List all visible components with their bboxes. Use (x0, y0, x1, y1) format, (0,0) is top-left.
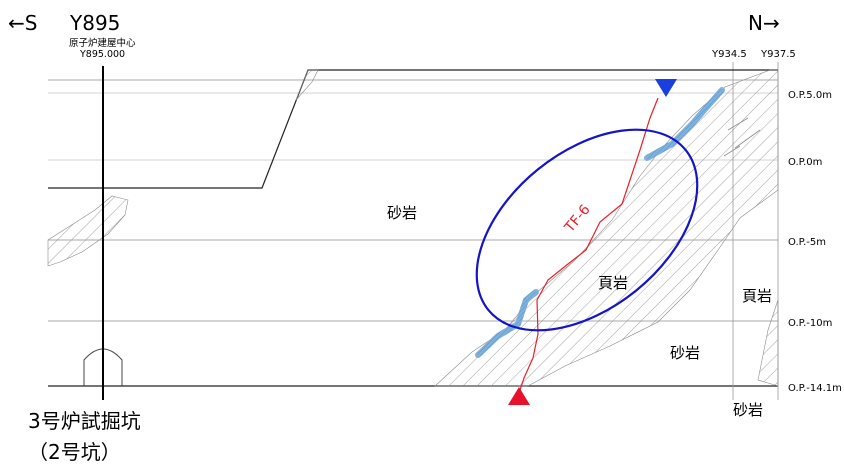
reactor-center-label: 原子炉建屋中心 (69, 37, 136, 49)
sandstone-lenses (723, 117, 761, 157)
coord-y937: Y937.5 (760, 49, 796, 60)
rock-label-sandstone-upper: 砂岩 (387, 204, 417, 222)
left-shale-band (47, 195, 129, 267)
rock-label-shale-right: 頁岩 (742, 287, 772, 305)
elevation-label: O.P.-10m (788, 318, 832, 329)
elevation-label: O.P.-5m (788, 237, 826, 248)
rock-label-sandstone-bottom: 砂岩 (733, 401, 763, 419)
y895-label: Y895 (69, 11, 120, 35)
seam-upper-texture (645, 88, 725, 161)
elevation-label: O.P.5.0m (788, 90, 832, 101)
rock-label-shale-center: 頁岩 (598, 274, 628, 292)
excavation-outline (48, 69, 778, 189)
coord-y934: Y934.5 (711, 49, 747, 60)
slope-hatch (295, 69, 319, 101)
fault-trace-tf6 (518, 97, 659, 394)
south-direction: ←S (8, 11, 37, 35)
rock-label-sandstone-lower: 砂岩 (670, 344, 700, 362)
adit-caption-sub: （2号坑） (28, 440, 121, 464)
top-marker-triangle (655, 79, 677, 97)
reactor-center-coord: Y895.000 (79, 49, 125, 60)
adit-caption: 3号炉試掘坑 (28, 409, 141, 433)
shale-body (434, 69, 779, 387)
north-direction: N→ (748, 11, 780, 35)
highlight-ellipse (475, 128, 699, 332)
fault-label-tf6: TF-6 (561, 202, 594, 237)
bottom-marker-triangle (508, 387, 530, 405)
right-lower-hatch (757, 299, 779, 387)
seam-lower-texture (475, 289, 538, 358)
elevation-label: O.P.0m (788, 157, 822, 168)
elevation-label: O.P.-14.1m (788, 383, 842, 394)
